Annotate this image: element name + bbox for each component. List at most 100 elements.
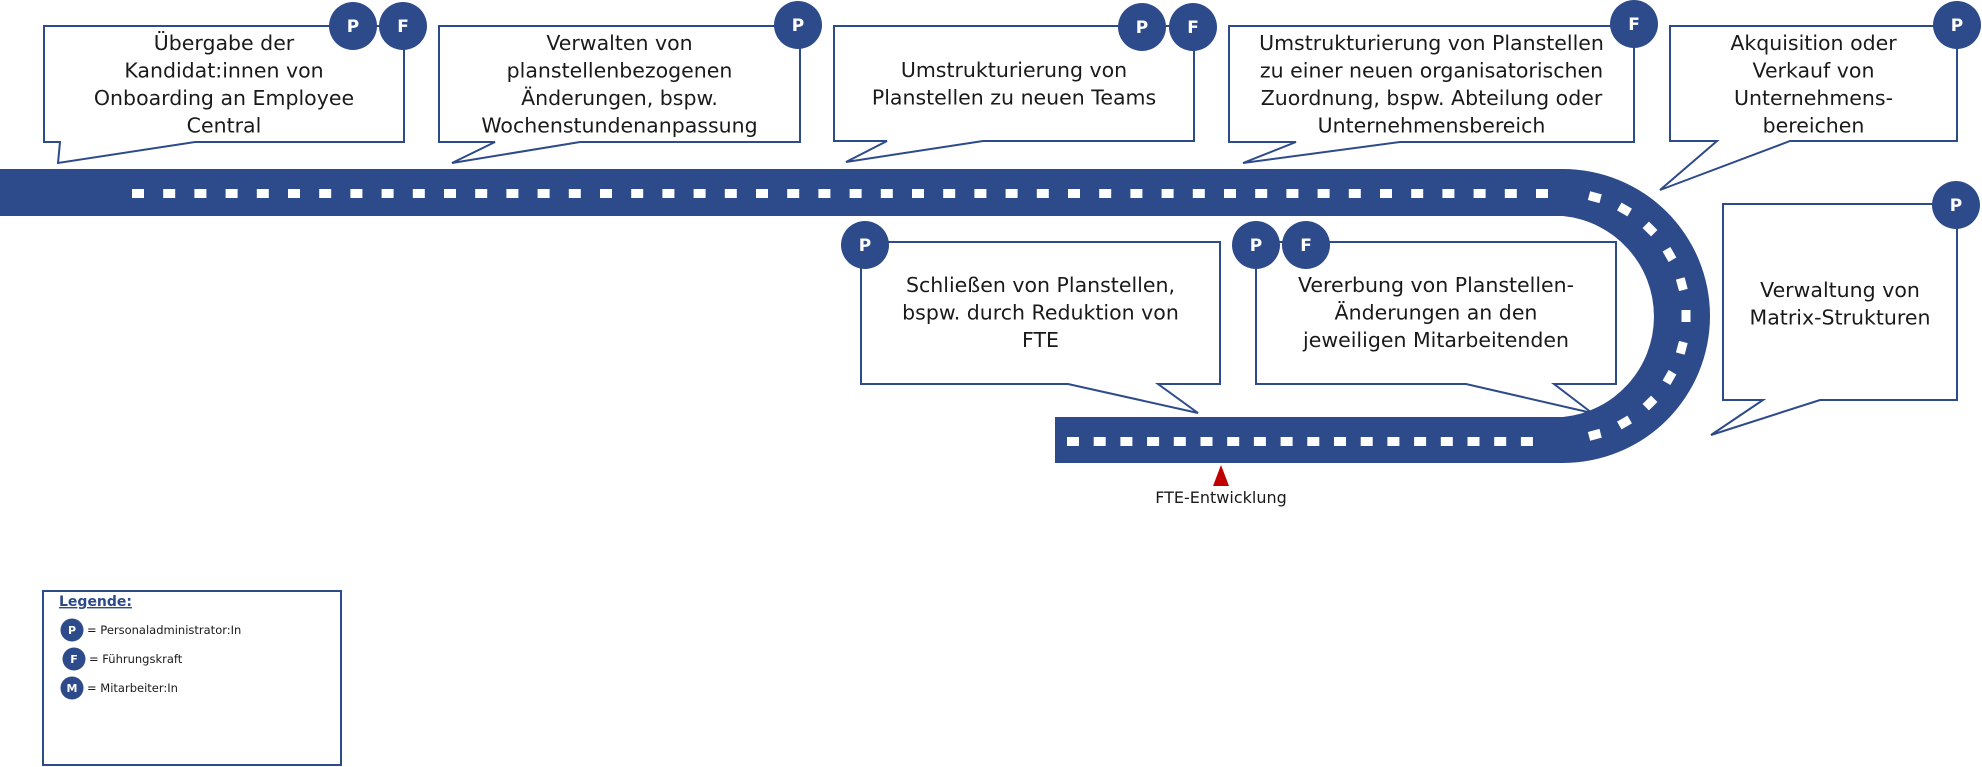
callout-line: Onboarding an Employee — [94, 86, 354, 110]
road-dash — [444, 189, 456, 198]
road-dash — [1494, 437, 1507, 446]
road-dash — [693, 189, 706, 198]
road-dash — [1675, 340, 1688, 355]
legend-box — [42, 590, 342, 766]
road-dash — [849, 189, 862, 198]
fte-marker-triangle-icon — [1213, 465, 1229, 486]
road-dash — [1587, 428, 1602, 441]
callout-line: bspw. durch Reduktion von — [902, 301, 1179, 325]
road-dash — [1440, 437, 1453, 446]
role-badge-circle-icon — [841, 221, 889, 269]
role-badge-p: P — [774, 1, 822, 49]
callout-line: Schließen von Planstellen, — [906, 273, 1175, 297]
callout-line: Kandidat:innen von — [124, 59, 323, 83]
road-dash — [756, 189, 768, 198]
road-dash — [412, 189, 425, 198]
road-dash — [631, 189, 644, 198]
callout-line: Unternehmensbereich — [1318, 114, 1546, 138]
role-badge-circle-icon — [1610, 0, 1658, 48]
legend-badge-p-icon — [60, 618, 84, 642]
road-dash — [568, 189, 581, 198]
road-dash — [912, 189, 924, 198]
callout-line: Wochenstundenanpassung — [481, 114, 757, 138]
road-dash — [1380, 189, 1392, 198]
legend-label-f: = Führungskraft — [89, 652, 183, 666]
road-dash — [1617, 202, 1632, 217]
road-dash — [1173, 437, 1186, 446]
road-dash — [1442, 189, 1455, 198]
callout-line: Matrix-Strukturen — [1750, 306, 1931, 330]
road-dash — [787, 189, 800, 198]
callout-line: Central — [187, 114, 262, 138]
legend-badge-f-icon — [62, 647, 86, 671]
road-dash — [943, 189, 956, 198]
road-dash — [1161, 189, 1174, 198]
legend-item-m: M = Mitarbeiter:In — [60, 676, 178, 700]
role-badge-circle-icon — [1282, 221, 1330, 269]
road-dash — [1280, 437, 1293, 446]
role-badge-circle-icon — [329, 2, 377, 50]
road-dash — [350, 189, 363, 198]
road-dash — [880, 189, 893, 198]
role-badge-letter: P — [1951, 16, 1963, 36]
callout-line: Verwaltung von — [1760, 278, 1920, 302]
road-dash — [1200, 437, 1213, 446]
callout-line: Übergabe der — [154, 30, 295, 55]
role-badge-f: F — [1169, 3, 1217, 51]
road-dash — [1130, 189, 1143, 198]
road-dashes — [132, 189, 1691, 446]
callout-line: jeweiligen Mitarbeitenden — [1302, 328, 1569, 352]
road-dash — [381, 189, 394, 198]
callout-line: Unternehmens- — [1734, 86, 1893, 110]
legend-badge-m-letter: M — [67, 682, 78, 695]
road-dash — [1587, 191, 1602, 204]
road-dash — [1387, 437, 1400, 446]
callout-line: zu einer neuen organisatorischen — [1260, 59, 1603, 83]
role-badge-f: F — [1610, 0, 1658, 48]
road-dash — [1681, 310, 1691, 322]
callout-schliessen: Schließen von Planstellen, bspw. durch Re… — [841, 221, 1221, 414]
role-badge-p: P — [1933, 1, 1981, 49]
legend-label-p: = Personaladministrator:In — [87, 623, 241, 637]
role-badge-p: P — [1118, 3, 1166, 51]
callout-line: Umstrukturierung von Planstellen — [1259, 31, 1604, 55]
road-dash — [1334, 437, 1346, 446]
road-dash — [475, 189, 488, 198]
road-dash — [1067, 437, 1079, 446]
role-badge-letter: F — [397, 17, 409, 37]
callout-box — [860, 241, 1221, 414]
road-dash — [1147, 437, 1160, 446]
role-badge-p: P — [841, 221, 889, 269]
road-dash — [1414, 437, 1427, 446]
road-dash — [662, 189, 675, 198]
callout-line: Akquisition oder — [1730, 31, 1897, 55]
road-dash — [600, 189, 612, 198]
road-dash — [1307, 437, 1320, 446]
callout-text: Umstrukturierung von Planstellen zu einer… — [1259, 31, 1604, 138]
callout-line: FTE — [1022, 328, 1059, 352]
road-dash — [974, 189, 987, 198]
road-dash — [163, 189, 176, 198]
callout-line: Vererbung von Planstellen- — [1298, 273, 1574, 297]
road-dash — [1617, 415, 1632, 430]
legend-item-f: F = Führungskraft — [62, 647, 183, 671]
role-badge-letter: P — [792, 16, 804, 36]
callout-line: Umstrukturierung von — [901, 58, 1127, 82]
role-badge-circle-icon — [379, 2, 427, 50]
role-badge-letter: P — [347, 17, 359, 37]
road-dash — [319, 189, 332, 198]
road-dash — [1504, 189, 1517, 198]
legend-badge-m-icon — [60, 676, 84, 700]
legend-label-m: = Mitarbeiter:In — [87, 681, 178, 695]
callout-line: Verkauf von — [1753, 59, 1875, 83]
road-dash — [256, 189, 269, 198]
callout-line: Zuordnung, bspw. Abteilung oder — [1261, 86, 1603, 110]
road-dash — [1467, 437, 1480, 446]
road-dash — [1536, 189, 1548, 198]
road-dash — [1360, 437, 1373, 446]
